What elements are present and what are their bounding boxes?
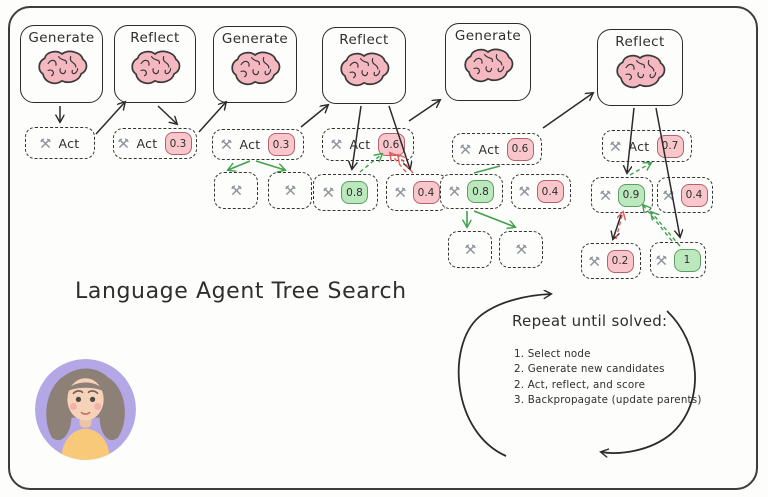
score-badge: 0.8 xyxy=(341,181,368,204)
act-node-5: Act 0.6 xyxy=(452,133,542,165)
panel-label: Generate xyxy=(28,30,95,46)
brain-icon xyxy=(36,47,88,91)
hammer-and-pick-icon xyxy=(655,254,667,266)
panel-label: Reflect xyxy=(339,32,389,48)
page-title: Language Agent Tree Search xyxy=(75,279,407,304)
panel-reflect-1: Reflect xyxy=(114,25,196,103)
score-badge: 0.4 xyxy=(412,181,440,204)
hammer-and-pick-icon xyxy=(662,189,674,201)
act-label: Act xyxy=(478,141,500,157)
score-badge: 0.4 xyxy=(536,180,564,203)
score-badge: 0.6 xyxy=(506,137,534,161)
flow-arrows xyxy=(60,93,680,239)
hammer-and-pick-icon xyxy=(284,185,296,196)
act-node-1: Act xyxy=(25,127,95,159)
hammer-and-pick-icon xyxy=(331,139,343,150)
scored-node: 0.4 xyxy=(657,177,713,213)
hammer-and-pick-icon xyxy=(599,189,611,201)
hammer-and-pick-icon xyxy=(118,138,130,149)
act-label: Act xyxy=(58,135,80,151)
repeat-note-heading: Repeat until solved: xyxy=(512,312,668,330)
hammer-and-pick-icon xyxy=(394,187,406,198)
scored-node: 0.8 xyxy=(440,174,503,209)
note-item: 1. Select node xyxy=(514,348,591,360)
act-label: Act xyxy=(628,138,650,154)
score-badge: 0.3 xyxy=(164,132,192,155)
panel-label: Reflect xyxy=(130,30,180,46)
score-badge: 0.3 xyxy=(267,133,295,156)
panel-reflect-2: Reflect xyxy=(322,27,406,104)
scored-node: 0.4 xyxy=(511,174,571,209)
hammer-and-pick-icon xyxy=(40,137,52,149)
hammer-and-pick-icon xyxy=(515,244,527,255)
score-badge: 1 xyxy=(673,248,701,272)
repeat-note-list: 1. Select node 2. Generate new candidate… xyxy=(514,347,702,409)
score-badge: 0.9 xyxy=(617,183,645,207)
hammer-and-pick-icon xyxy=(230,185,242,196)
candidate-node xyxy=(268,172,312,209)
hammer-and-pick-icon xyxy=(610,140,622,152)
brain-icon xyxy=(462,45,514,89)
hammer-and-pick-icon xyxy=(460,143,472,155)
brain-icon xyxy=(614,51,666,95)
act-label: Act xyxy=(349,137,371,152)
scored-node: 0.4 xyxy=(386,174,448,211)
score-badge: 0.6 xyxy=(377,133,405,156)
panel-reflect-3: Reflect xyxy=(597,29,683,106)
hammer-and-pick-icon xyxy=(518,186,530,197)
scored-node: 0.2 xyxy=(581,243,641,279)
score-badge: 0.4 xyxy=(680,183,708,207)
score-badge: 0.7 xyxy=(656,134,684,158)
woman-avatar xyxy=(35,359,136,460)
scored-node: 1 xyxy=(650,242,706,278)
hammer-and-pick-icon xyxy=(221,139,233,150)
act-node-2: Act 0.3 xyxy=(113,128,197,159)
panel-generate-3: Generate xyxy=(445,23,531,101)
brain-icon xyxy=(338,49,390,93)
scored-node: 0.8 xyxy=(313,174,378,211)
act-node-3: Act 0.3 xyxy=(212,129,304,160)
hammer-and-pick-icon xyxy=(323,187,334,198)
score-badge: 0.8 xyxy=(467,180,494,203)
hammer-and-pick-icon xyxy=(588,255,600,267)
brain-icon xyxy=(229,48,281,92)
act-label: Act xyxy=(136,136,158,151)
hammer-and-pick-icon xyxy=(449,186,460,197)
act-node-4: Act 0.6 xyxy=(322,128,414,161)
scored-node: 0.9 xyxy=(591,177,653,213)
candidate-node xyxy=(214,172,258,209)
panel-label: Reflect xyxy=(615,34,665,50)
note-item: 2. Act, reflect, and score xyxy=(514,378,646,391)
candidate-node xyxy=(499,231,543,268)
panel-generate-1: Generate xyxy=(20,25,103,103)
score-badge: 0.2 xyxy=(606,249,634,273)
act-label: Act xyxy=(239,137,261,152)
panel-label: Generate xyxy=(454,28,522,44)
act-node-6: Act 0.7 xyxy=(602,130,692,162)
panel-label: Generate xyxy=(221,31,289,47)
brain-icon xyxy=(129,47,181,91)
candidate-node xyxy=(448,231,492,268)
note-item: 3. Backpropagate (update parents) xyxy=(514,394,702,407)
panel-generate-2: Generate xyxy=(213,26,297,103)
note-item: 2. Generate new candidates xyxy=(514,363,665,376)
hammer-and-pick-icon xyxy=(464,244,476,255)
